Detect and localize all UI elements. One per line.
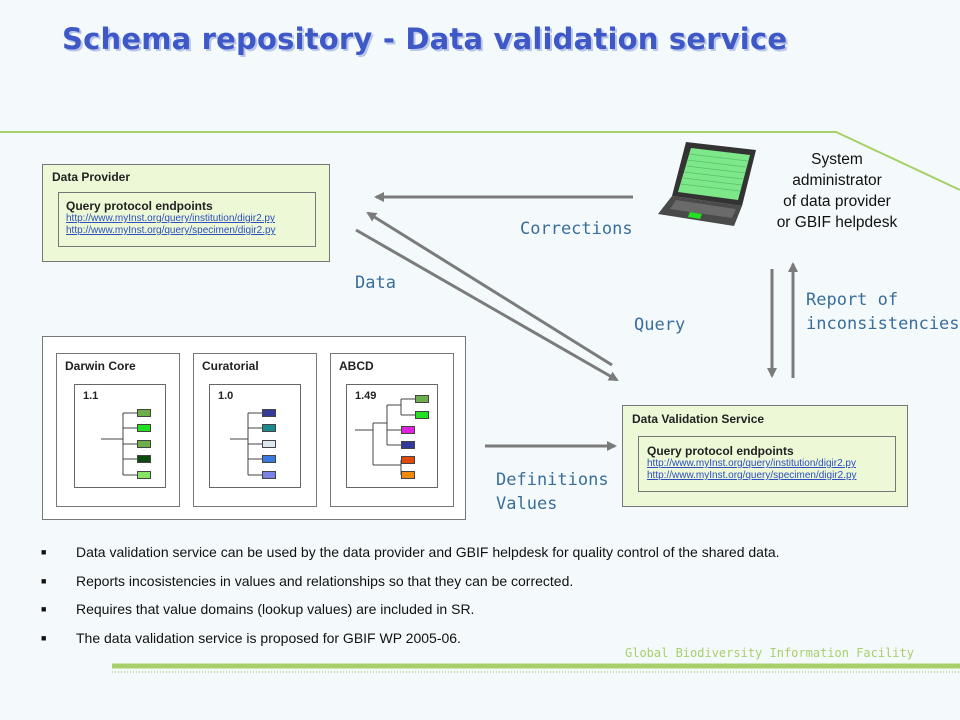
data-arrow xyxy=(366,211,613,367)
node xyxy=(401,456,415,464)
page-title: Schema repository - Data validation serv… xyxy=(62,22,788,56)
bullet-item: ■ Data validation service can be used by … xyxy=(40,538,920,567)
sysadmin-label: System administrator of data provider or… xyxy=(752,149,922,233)
schema-tree: 1.49 xyxy=(346,384,438,488)
node xyxy=(401,426,415,434)
node xyxy=(415,411,429,419)
node xyxy=(415,395,429,403)
validation-endpoints-title: Query protocol endpoints xyxy=(647,444,794,458)
provider-specimen-link[interactable]: http://www.myInst.org/query/specimen/dig… xyxy=(66,225,276,236)
values-line: Values xyxy=(496,494,558,514)
schema-name: Darwin Core xyxy=(65,359,136,373)
definitions-line: Definitions xyxy=(496,470,609,490)
sysadmin-line: administrator xyxy=(792,172,882,189)
report-line: inconsistencies xyxy=(806,314,960,334)
sysadmin-line: or GBIF helpdesk xyxy=(776,214,898,231)
report-label: Report of inconsistencies xyxy=(806,288,960,336)
validation-service-box: Data Validation Service Query protocol e… xyxy=(622,405,908,507)
schema-tree: 1.0 xyxy=(209,384,301,488)
schema-tree: 1.1 xyxy=(74,384,166,488)
bullet-list: ■ Data validation service can be used by … xyxy=(40,538,920,652)
node xyxy=(137,424,151,432)
provider-institution-link[interactable]: http://www.myInst.org/query/institution/… xyxy=(66,213,275,224)
query-label: Query xyxy=(634,315,686,335)
bullet-item: ■ The data validation service is proposed… xyxy=(40,624,920,653)
data-label: Data xyxy=(355,273,396,293)
definitions-label: Definitions Values xyxy=(496,468,609,516)
bullet-text: Data validation service can be used by t… xyxy=(76,544,780,560)
validation-specimen-link[interactable]: http://www.myInst.org/query/specimen/dig… xyxy=(647,470,857,481)
node xyxy=(262,440,276,448)
query-arrow xyxy=(355,228,619,382)
laptop-icon xyxy=(658,142,756,226)
validation-endpoints-box: Query protocol endpoints http://www.myIn… xyxy=(638,436,896,492)
provider-endpoints-title: Query protocol endpoints xyxy=(66,199,213,213)
node xyxy=(137,471,151,479)
node xyxy=(137,409,151,417)
bullet-item: ■ Requires that value domains (lookup val… xyxy=(40,595,920,624)
bullet-text: Reports incosistencies in values and rel… xyxy=(76,572,574,589)
schema-version: 1.1 xyxy=(83,390,99,402)
corrections-label: Corrections xyxy=(520,219,633,239)
validation-service-label: Data Validation Service xyxy=(632,412,765,426)
schema-version: 1.0 xyxy=(218,390,234,402)
report-line: Report of xyxy=(806,290,899,310)
bullet-square-icon: ■ xyxy=(41,575,47,586)
node xyxy=(401,441,415,449)
schema-darwin-core: Darwin Core 1.1 xyxy=(56,353,180,507)
schema-name: Curatorial xyxy=(202,359,259,373)
validation-institution-link[interactable]: http://www.myInst.org/query/institution/… xyxy=(647,458,856,469)
node xyxy=(262,471,276,479)
node xyxy=(401,471,415,479)
bullet-square-icon: ■ xyxy=(41,604,47,614)
bullet-square-icon: ■ xyxy=(41,632,47,643)
bullet-item: ■ Reports incosistencies in values and re… xyxy=(40,567,920,596)
provider-endpoints-box: Query protocol endpoints http://www.myIn… xyxy=(58,192,316,247)
schema-repository-box: Darwin Core 1.1 Curatorial 1.0 xyxy=(42,336,466,520)
schema-name: ABCD xyxy=(339,359,374,373)
tree-icon xyxy=(355,398,415,475)
node xyxy=(262,455,276,463)
node xyxy=(262,409,276,417)
schema-version: 1.49 xyxy=(355,390,377,402)
footer-text: Global Biodiversity Information Facility xyxy=(625,646,914,660)
bullet-text: The data validation service is proposed … xyxy=(76,629,461,646)
data-provider-box: Data Provider Query protocol endpoints h… xyxy=(42,164,330,262)
bullet-square-icon: ■ xyxy=(41,547,47,557)
sysadmin-line: of data provider xyxy=(783,193,891,210)
tree-icon xyxy=(230,412,262,476)
data-provider-label: Data Provider xyxy=(52,170,131,184)
bullet-text: Requires that value domains (lookup valu… xyxy=(76,601,475,617)
node xyxy=(137,440,151,448)
top-accent-line xyxy=(0,131,960,191)
node xyxy=(262,424,276,432)
sysadmin-line: System xyxy=(811,151,863,168)
node xyxy=(137,455,151,463)
schema-abcd: ABCD 1.49 xyxy=(330,353,454,507)
tree-icon xyxy=(101,412,137,476)
schema-curatorial: Curatorial 1.0 xyxy=(193,353,317,507)
